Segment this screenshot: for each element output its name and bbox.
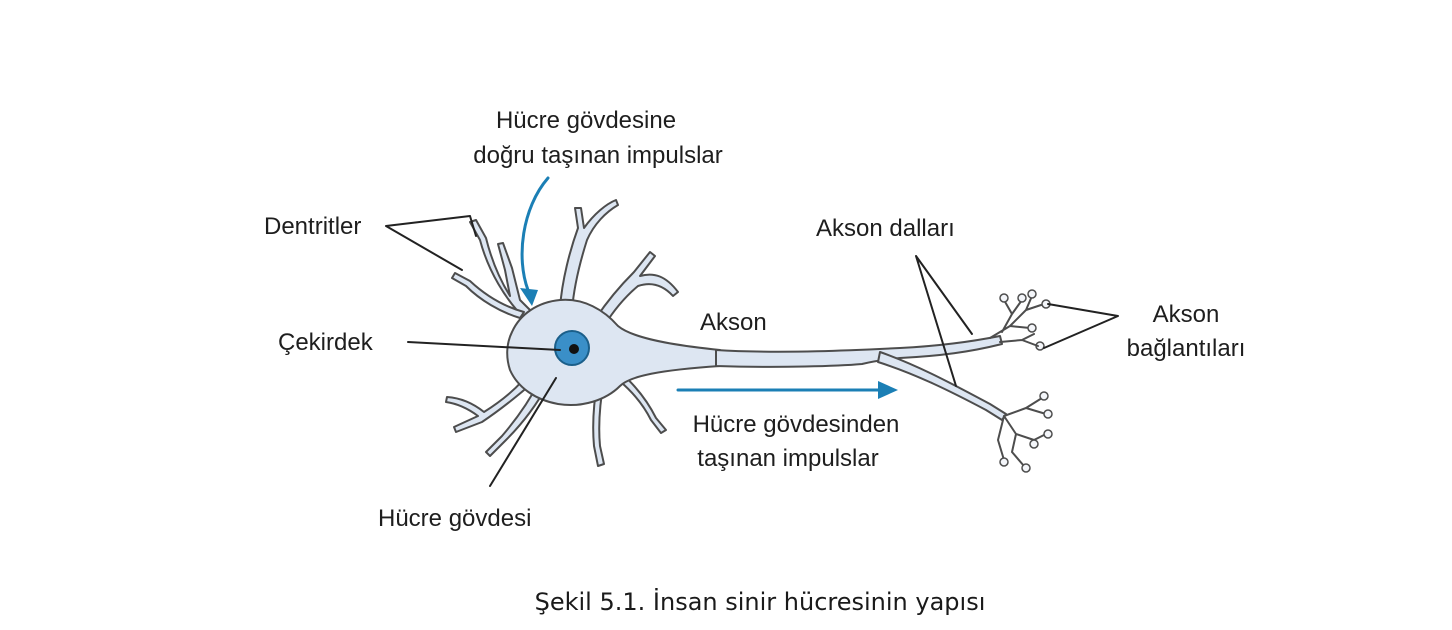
axon-branch-lower [877,351,1007,421]
cell-body [506,298,721,406]
figure-caption: Şekil 5.1. İnsan sinir hücresinin yapısı [535,587,986,616]
leader-cell-body [489,377,557,487]
leader-axon-branches [915,255,973,387]
label-inward-impulse-line1: Hücre gövdesine [496,107,676,134]
terminal-knob [1043,429,1053,439]
dendrite-upper-left [469,219,537,323]
terminal-knob [1029,439,1039,449]
axon-branch-lower-tree [997,397,1047,467]
axon-branch-upper [989,295,1045,339]
dendrite-upper-right [595,251,679,327]
terminal-knob [1017,293,1027,303]
impulse-arrow-outward [676,381,898,399]
label-axon-branches: Akson dalları [816,215,955,242]
axon-terminals-upper [999,289,1051,351]
axon [715,335,1003,368]
label-outward-impulse-line2: taşınan impulslar [697,445,878,472]
dendrite-upper-left-small [451,272,525,319]
label-axon-terminals-line2: bağlantıları [1127,335,1246,362]
terminal-knob [999,293,1009,303]
terminal-knob [1027,289,1037,299]
dendrites-upper [451,199,679,327]
dendrite-lower-right [615,371,667,434]
terminal-knob [1027,323,1037,333]
label-nucleus: Çekirdek [278,329,374,356]
label-cell-body: Hücre gövdesi [378,505,531,532]
label-axon-terminals-line1: Akson [1153,301,1220,328]
impulse-arrow-inward [520,176,550,306]
nucleolus [569,344,579,354]
terminal-knob [1039,391,1049,401]
leader-dendrites [385,215,477,271]
label-dendrites: Dentritler [264,213,361,240]
terminal-knob [999,457,1009,467]
label-inward-impulse-line2: doğru taşınan impulslar [473,142,722,169]
axon-terminals-lower [999,391,1053,473]
dendrite-lower-left-2 [485,379,549,457]
terminal-knob [1021,463,1031,473]
dendrite-upper-mid [559,199,619,311]
neuron-illustration [445,199,1053,473]
leader-nucleus [407,341,561,351]
label-axon: Akson [700,309,767,336]
terminal-knob [1043,409,1053,419]
leader-axon-terminals [1043,303,1119,349]
axon-branch-upper-2 [999,333,1039,347]
label-outward-impulse-line1: Hücre gövdesinden [693,411,900,438]
